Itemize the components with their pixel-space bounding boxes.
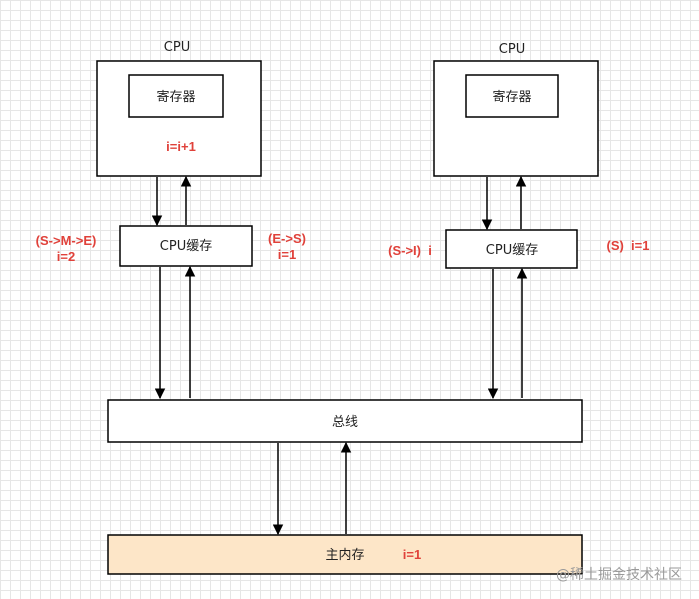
bus-label: 总线: [332, 415, 358, 430]
left-cache-label: CPU缓存: [160, 239, 212, 254]
right-cache-label: CPU缓存: [486, 243, 538, 258]
left-register-label: 寄存器: [156, 89, 195, 105]
right-state-left: (S->I) i: [388, 243, 432, 258]
left-state-left-line2: i=2: [57, 249, 75, 264]
left-state-right-line1: (E->S): [268, 231, 306, 246]
right-register-box: [465, 74, 559, 118]
left-state-left-line1: (S->M->E): [36, 233, 97, 248]
memory-label: 主内存: [325, 547, 364, 563]
right-state-right: (S) i=1: [607, 238, 650, 253]
bus-box: [107, 399, 583, 443]
memory-value: i=1: [403, 547, 421, 562]
right-cache-box: [445, 229, 578, 269]
left-cache-box: [119, 225, 253, 267]
watermark: @稀土掘金技术社区: [556, 567, 682, 583]
left-state-right-line2: i=1: [278, 247, 296, 262]
left-register-box: [128, 74, 224, 118]
memory-box: [107, 534, 583, 575]
left-cpu-title: CPU: [164, 40, 190, 55]
right-register-label: 寄存器: [492, 89, 531, 105]
right-cpu-title: CPU: [499, 42, 525, 57]
left-cpu-operation: i=i+1: [166, 139, 196, 154]
